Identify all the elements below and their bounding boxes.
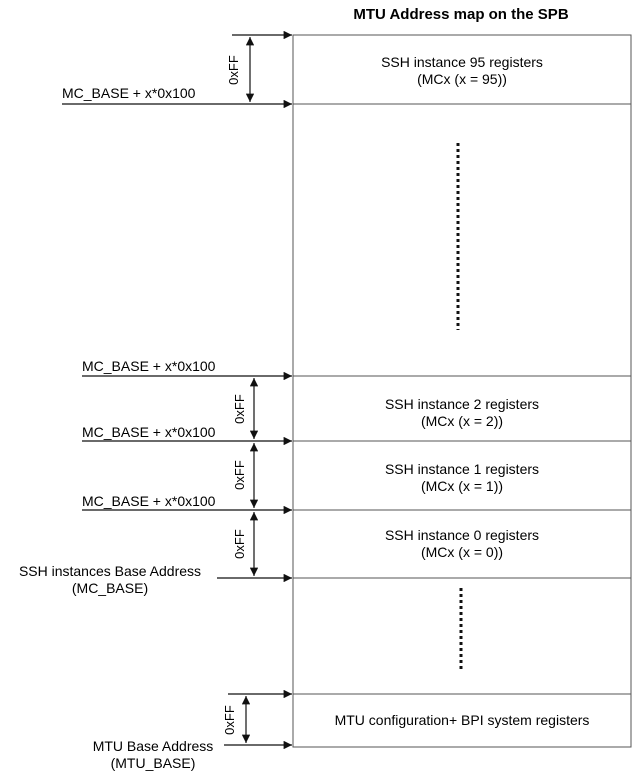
block-0-line2: (MCx (x = 0)): [421, 544, 503, 560]
label-mtu-base-paren: (MTU_BASE): [111, 755, 196, 771]
label-mc-base-0: MC_BASE + x*0x100: [82, 493, 216, 509]
size-label-95: 0xFF: [226, 55, 241, 85]
label-ssh-base: SSH instances Base Address: [19, 563, 201, 579]
label-mc-base-1: MC_BASE + x*0x100: [82, 424, 216, 440]
block-95-line1: SSH instance 95 registers: [381, 54, 543, 70]
block-mtu-line1: MTU configuration+ BPI system registers: [335, 712, 590, 728]
label-mc-base-95: MC_BASE + x*0x100: [62, 85, 196, 101]
block-1-line1: SSH instance 1 registers: [385, 461, 539, 477]
size-label-mtu: 0xFF: [222, 705, 237, 735]
block-2-line1: SSH instance 2 registers: [385, 396, 539, 412]
block-95-line2: (MCx (x = 95)): [417, 71, 507, 87]
block-0-line1: SSH instance 0 registers: [385, 527, 539, 543]
size-label-0: 0xFF: [232, 529, 247, 559]
label-mc-base-paren: (MC_BASE): [72, 580, 148, 596]
label-mc-base-2: MC_BASE + x*0x100: [82, 358, 216, 374]
size-label-2: 0xFF: [232, 394, 247, 424]
label-mtu-base: MTU Base Address: [93, 738, 214, 754]
block-1-line2: (MCx (x = 1)): [421, 478, 503, 494]
size-label-1: 0xFF: [232, 460, 247, 490]
block-2-line2: (MCx (x = 2)): [421, 413, 503, 429]
memory-map-column: [292, 34, 632, 748]
diagram-title: MTU Address map on the SPB: [353, 6, 568, 23]
